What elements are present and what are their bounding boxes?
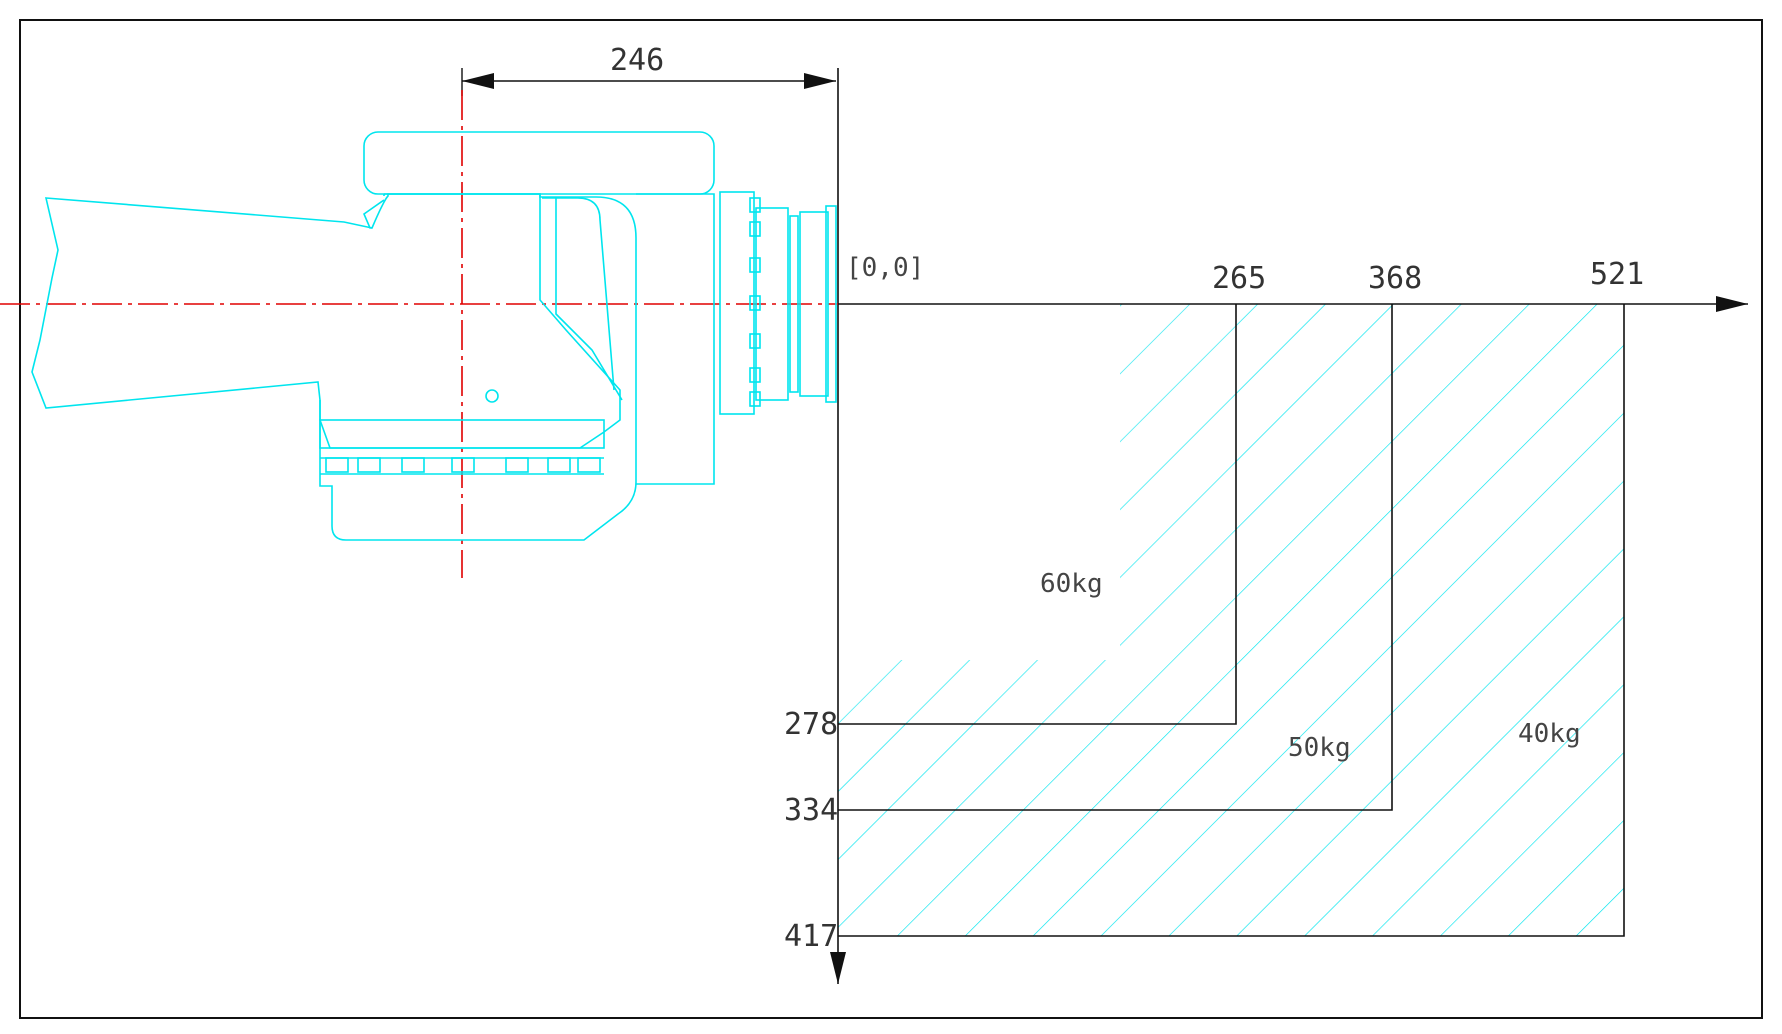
zone-50kg-hatch <box>838 304 1392 810</box>
right-housing-icon <box>636 193 715 485</box>
x-mark-368: 368 <box>1368 261 1422 296</box>
robot-wrist <box>31 131 837 541</box>
x-mark-521: 521 <box>1590 257 1644 292</box>
flange-plate-icon <box>719 191 755 415</box>
boundary-60kg <box>838 304 1237 725</box>
bolt-icon <box>325 457 349 473</box>
main-body-icon <box>319 193 621 449</box>
bolt-icon <box>749 295 761 311</box>
lower-plate-icon <box>319 419 605 449</box>
bolt-icon <box>749 257 761 273</box>
zone-boundaries <box>838 304 1625 937</box>
flange-ring-1 <box>755 207 789 401</box>
drawing-frame <box>19 19 1763 1019</box>
bolt-icon <box>505 457 529 473</box>
y-mark-417: 417 <box>784 919 838 954</box>
bolt-icon <box>357 457 381 473</box>
boundary-50kg <box>838 304 1393 811</box>
bolt-icon <box>547 457 571 473</box>
boundary-40kg <box>838 304 1625 937</box>
flange-ring-3 <box>799 211 829 397</box>
body-inner-curve-2 <box>556 197 615 391</box>
bolt-icon <box>749 221 761 237</box>
bolt-icon <box>749 391 761 407</box>
bolt-icon <box>401 457 425 473</box>
zone-label-40kg: 40kg <box>1518 719 1581 749</box>
robot-arm-icon <box>31 193 637 541</box>
flange-bolts <box>749 197 761 407</box>
robot-arm-inner-edge <box>363 199 385 229</box>
body-inner-curve-1 <box>542 197 623 401</box>
bolt-icon <box>749 333 761 349</box>
hatch-zones <box>838 304 1624 936</box>
zone-60kg-clear <box>839 305 1119 659</box>
center-marker-icon <box>485 389 499 403</box>
bolt-icon <box>577 457 601 473</box>
zone-60kg-hatch <box>838 304 1236 724</box>
y-mark-278: 278 <box>784 707 838 742</box>
upper-housing-icon <box>363 131 715 195</box>
zone-40kg-hatch <box>838 304 1624 936</box>
flange-ring-2 <box>789 215 799 393</box>
bolt-icon <box>749 197 761 213</box>
dimension-label: 246 <box>610 43 664 78</box>
flange-face-icon <box>825 205 837 403</box>
origin-label: [0,0] <box>846 253 924 283</box>
bolt-icon <box>749 367 761 383</box>
zone-label-50kg: 50kg <box>1288 733 1351 763</box>
x-mark-265: 265 <box>1212 261 1266 296</box>
zone-label-60kg: 60kg <box>1040 569 1103 599</box>
y-mark-334: 334 <box>784 793 838 828</box>
lower-bolts <box>325 457 601 473</box>
bolt-icon <box>451 457 475 473</box>
